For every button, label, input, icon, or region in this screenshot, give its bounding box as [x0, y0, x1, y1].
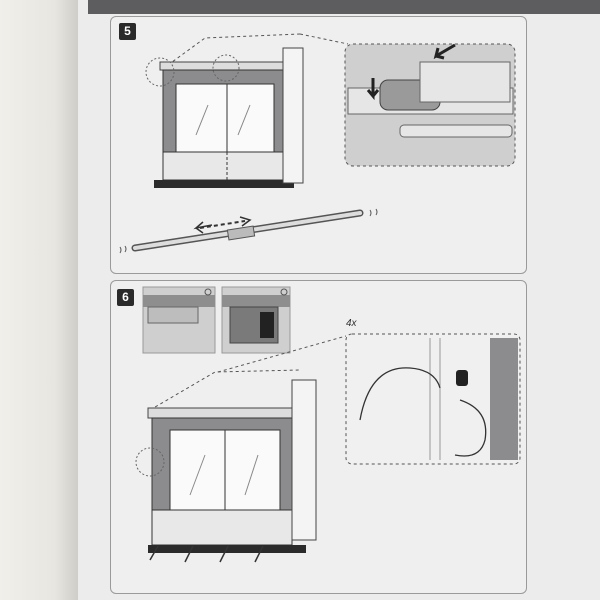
step-5-detail-inset	[299, 33, 516, 167]
step-5-awning-side-panel	[145, 33, 304, 188]
header-band	[88, 0, 600, 14]
step-6-detail-inset	[217, 333, 521, 465]
step-6-thumbnail-after	[221, 286, 291, 354]
quantity-label: 4x	[346, 318, 357, 329]
step-6-awning-side-panel	[135, 369, 317, 563]
table-surface	[0, 0, 78, 600]
step-6-badge: 6	[117, 289, 134, 306]
step-6-thumbnail-before	[142, 286, 216, 354]
step-5-telescopic-pole	[119, 208, 378, 254]
step-5-badge: 5	[119, 23, 136, 40]
